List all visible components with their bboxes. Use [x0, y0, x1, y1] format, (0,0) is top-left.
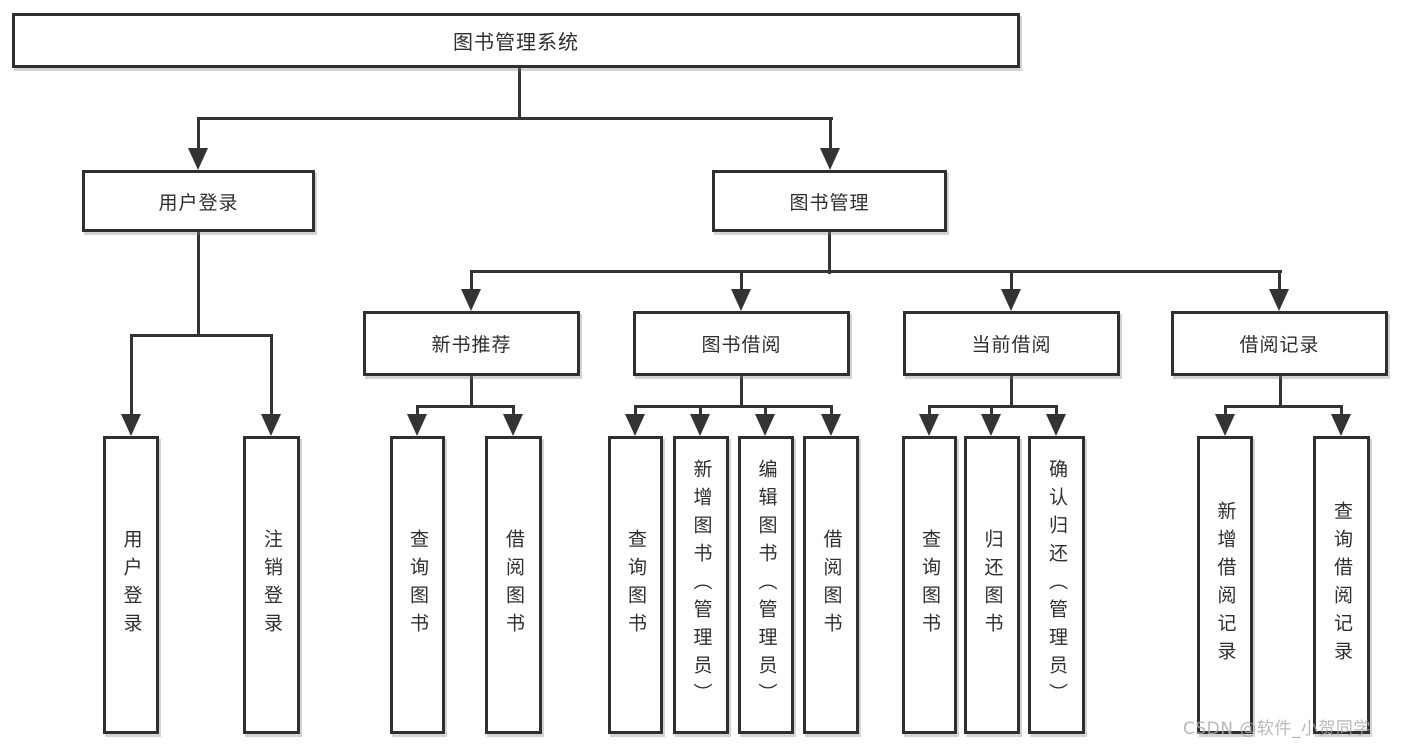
connector-records-hbar	[1224, 405, 1343, 408]
node-book-management-label: 图书管理	[789, 191, 870, 214]
node-new-book-recommend-label: 新书推荐	[431, 334, 512, 356]
arrowhead-icon	[121, 414, 141, 436]
connector-drop	[512, 405, 515, 421]
arrowhead-icon	[731, 289, 751, 311]
node-leaf-query-books-recommend-label: 查询图书	[407, 529, 429, 641]
connector-drop-book-borrowing	[740, 270, 743, 294]
node-leaf-confirm-return-admin: 确认归还（管理员）	[1028, 436, 1085, 734]
arrowhead-icon	[981, 414, 1001, 436]
connector-drop	[1340, 405, 1343, 421]
connector-user-login-stem	[197, 232, 200, 336]
connector-drop-book-management	[829, 117, 832, 152]
connector-drop	[830, 405, 833, 421]
connector-records-stem	[1279, 376, 1282, 408]
node-leaf-add-borrow-record-label: 新增借阅记录	[1214, 501, 1237, 669]
node-leaf-add-books-admin: 新增图书（管理员）	[673, 436, 729, 734]
connector-drop	[928, 405, 931, 421]
connector-drop-current-borrowing	[1010, 270, 1013, 294]
node-leaf-add-borrow-record: 新增借阅记录	[1197, 436, 1253, 734]
node-leaf-confirm-return-admin-label: 确认归还（管理员）	[1046, 459, 1068, 711]
connector-current-hbar	[928, 405, 1058, 408]
arrowhead-icon	[1046, 414, 1066, 436]
node-leaf-borrow-books: 借阅图书	[803, 436, 859, 734]
node-leaf-user-login-label: 用户登录	[120, 529, 143, 641]
connector-borrowing-stem	[740, 376, 743, 408]
node-root: 图书管理系统	[12, 13, 1020, 68]
node-leaf-query-books-current: 查询图书	[902, 436, 957, 734]
arrowhead-icon	[820, 148, 840, 170]
arrowhead-icon	[625, 414, 645, 436]
arrowhead-icon	[407, 414, 427, 436]
arrowhead-icon	[1215, 414, 1235, 436]
node-root-label: 图书管理系统	[453, 30, 579, 54]
connector-drop	[1055, 405, 1058, 421]
connector-drop-borrowing-records	[1278, 270, 1281, 294]
connector-book-management-stem	[828, 232, 831, 274]
connector-drop-leaf-logout	[270, 334, 273, 418]
node-leaf-logout: 注销登录	[243, 436, 300, 734]
node-book-borrowing: 图书借阅	[633, 311, 850, 376]
arrowhead-icon	[1001, 289, 1021, 311]
connector-drop-new-book-recommend	[470, 270, 473, 294]
node-borrowing-records-label: 借阅记录	[1239, 334, 1320, 356]
node-leaf-query-books-current-label: 查询图书	[919, 529, 941, 641]
node-borrowing-records: 借阅记录	[1171, 311, 1388, 376]
arrowhead-icon	[919, 414, 939, 436]
node-leaf-borrow-books-recommend: 借阅图书	[485, 436, 542, 734]
arrowhead-icon	[261, 414, 281, 436]
connector-recommend-stem	[470, 376, 473, 408]
arrowhead-icon	[503, 414, 523, 436]
node-book-management: 图书管理	[712, 170, 947, 232]
node-book-borrowing-label: 图书借阅	[701, 334, 782, 356]
connector-drop	[1224, 405, 1227, 421]
connector-level2-hbar	[470, 270, 1282, 273]
connector-current-stem	[1010, 376, 1013, 408]
connector-root-stem	[518, 67, 521, 119]
node-leaf-borrow-books-recommend-label: 借阅图书	[503, 529, 525, 641]
connector-drop-leaf-user-login	[130, 334, 133, 418]
connector-drop	[416, 405, 419, 421]
connector-recommend-hbar	[416, 405, 515, 408]
node-leaf-query-books-borrowing-label: 查询图书	[625, 529, 647, 641]
connector-drop	[699, 405, 702, 421]
node-user-login: 用户登录	[82, 170, 315, 232]
arrowhead-icon	[188, 148, 208, 170]
node-current-borrowing-label: 当前借阅	[971, 334, 1052, 356]
connector-drop	[764, 405, 767, 421]
connector-level1-hbar	[197, 117, 833, 120]
connector-borrowing-hbar	[634, 405, 833, 408]
connector-drop-user-login	[197, 117, 200, 152]
node-leaf-edit-books-admin: 编辑图书（管理员）	[738, 436, 794, 734]
node-user-login-label: 用户登录	[158, 191, 239, 214]
connector-user-login-hbar	[130, 334, 273, 337]
node-leaf-borrow-books-label: 借阅图书	[820, 529, 843, 641]
node-leaf-logout-label: 注销登录	[261, 529, 283, 641]
node-leaf-query-books-recommend: 查询图书	[390, 436, 445, 734]
arrowhead-icon	[755, 414, 775, 436]
connector-drop	[990, 405, 993, 421]
node-leaf-edit-books-admin-label: 编辑图书（管理员）	[755, 459, 778, 711]
node-leaf-return-books-label: 归还图书	[981, 529, 1004, 641]
node-current-borrowing: 当前借阅	[903, 311, 1120, 376]
node-leaf-add-books-admin-label: 新增图书（管理员）	[690, 459, 713, 711]
node-leaf-query-borrow-record: 查询借阅记录	[1313, 436, 1370, 734]
connector-drop	[634, 405, 637, 421]
arrowhead-icon	[1331, 414, 1351, 436]
node-leaf-query-borrow-record-label: 查询借阅记录	[1331, 501, 1353, 669]
node-leaf-user-login: 用户登录	[103, 436, 159, 734]
arrowhead-icon	[690, 414, 710, 436]
arrowhead-icon	[461, 289, 481, 311]
arrowhead-icon	[1269, 289, 1289, 311]
node-leaf-query-books-borrowing: 查询图书	[608, 436, 663, 734]
node-new-book-recommend: 新书推荐	[363, 311, 580, 376]
arrowhead-icon	[821, 414, 841, 436]
node-leaf-return-books: 归还图书	[964, 436, 1020, 734]
csdn-watermark: CSDN @软件_小贺同学	[1183, 719, 1371, 739]
